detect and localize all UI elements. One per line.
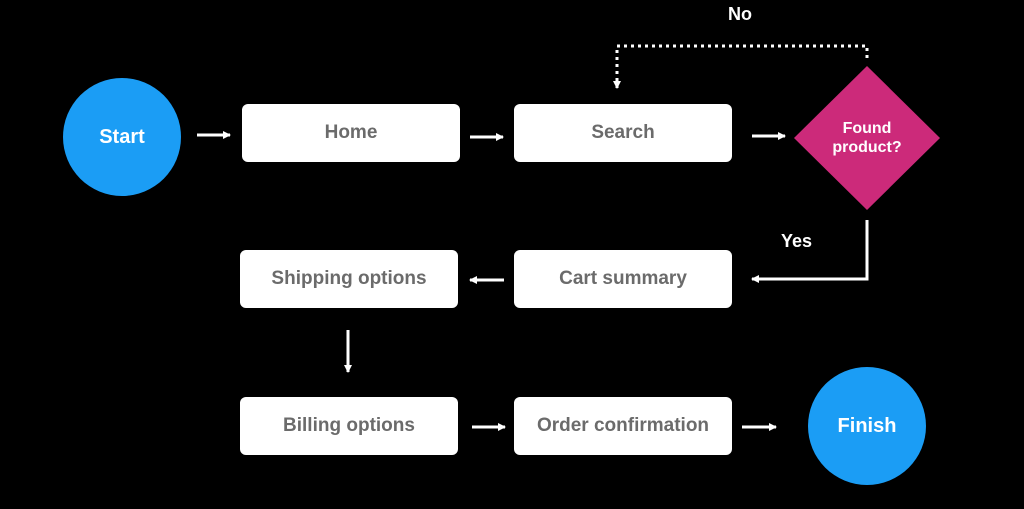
decision-diamond — [794, 66, 940, 210]
search-label: Search — [591, 122, 655, 143]
home-label: Home — [324, 122, 378, 143]
shipping-options-node: Shipping options — [240, 250, 458, 308]
arrow-yes-path — [751, 220, 869, 283]
order-confirmation-label: Order confirmation — [536, 415, 710, 436]
shipping-options-label: Shipping options — [271, 268, 427, 289]
no-edge-label: No — [728, 4, 752, 24]
yes-edge-label: Yes — [781, 231, 813, 251]
decision-label: Found product? — [812, 119, 922, 157]
billing-options-node: Billing options — [240, 397, 458, 455]
start-node: Start — [63, 78, 181, 196]
decision-label-line2: product? — [832, 139, 902, 156]
order-confirmation-node: Order confirmation — [514, 397, 732, 455]
finish-label: Finish — [837, 414, 897, 437]
cart-summary-label: Cart summary — [559, 268, 687, 289]
home-node: Home — [242, 104, 460, 162]
billing-options-label: Billing options — [283, 415, 415, 436]
arrow-no-loop — [613, 44, 869, 89]
cart-summary-node: Cart summary — [514, 250, 732, 308]
start-label: Start — [99, 125, 145, 148]
search-node: Search — [514, 104, 732, 162]
finish-node: Finish — [808, 367, 926, 485]
decision-label-line1: Found — [842, 120, 892, 137]
